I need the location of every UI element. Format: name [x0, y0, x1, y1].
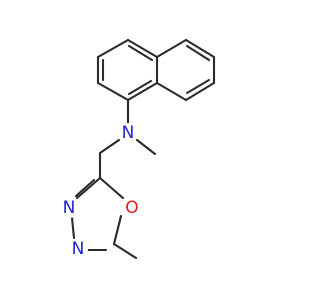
bond	[75, 176, 102, 200]
bond	[127, 79, 153, 96]
ring-nitrogen-label: N	[63, 198, 76, 218]
naphthalene-right-ring	[155, 38, 216, 102]
oxadiazole-ring	[70, 176, 138, 260]
amine-nitrogen-label: N	[122, 123, 135, 143]
bond	[126, 38, 159, 59]
ring-oxygen-label: O	[125, 198, 138, 218]
bond	[127, 44, 154, 62]
bond	[70, 216, 76, 240]
atom-background	[59, 198, 79, 218]
bond	[185, 78, 211, 95]
bond	[155, 38, 188, 59]
amine-linkage	[98, 98, 157, 180]
bond	[112, 214, 123, 246]
bond	[74, 178, 96, 198]
bond	[184, 81, 216, 102]
atom-background	[118, 123, 138, 143]
bond	[112, 242, 138, 260]
bond	[96, 81, 130, 102]
ring-nitrogen-label: N	[72, 239, 85, 259]
bond	[126, 81, 159, 102]
bond	[98, 176, 125, 200]
bond	[185, 44, 211, 62]
molecule-structure-diagram: N O N N	[59, 38, 216, 260]
bond	[98, 138, 121, 155]
atom-background	[68, 239, 88, 259]
naphthalene-left-ring	[96, 38, 159, 102]
bond	[155, 81, 188, 102]
atom-labels: N O N N	[59, 123, 142, 259]
bond	[184, 38, 216, 59]
bond	[135, 138, 157, 156]
bond	[96, 38, 130, 59]
atom-background	[122, 198, 142, 218]
